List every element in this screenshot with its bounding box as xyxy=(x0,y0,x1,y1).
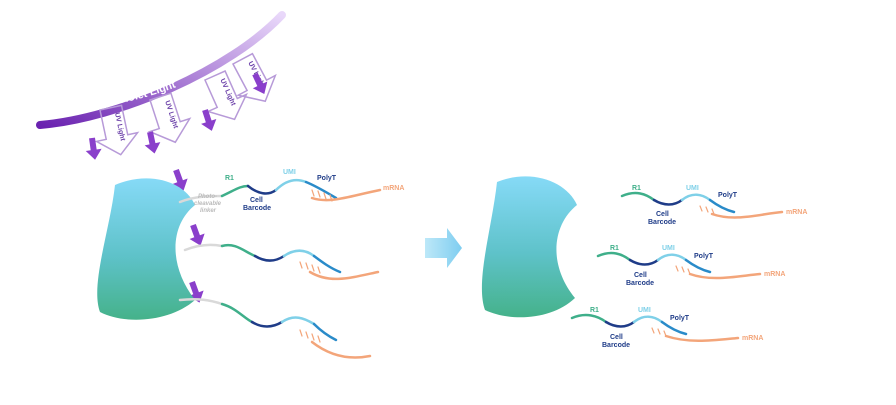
right-strand-labels: R1 UMI PolyT Cell Barcode mRNA R1 UMI Po… xyxy=(590,185,807,349)
cell-barcode-label: Cell xyxy=(250,197,263,204)
linker-label: cleavable xyxy=(194,201,222,207)
linker-label: linker xyxy=(200,208,217,214)
umi-label: UMI xyxy=(686,185,699,192)
right-bead xyxy=(481,176,577,318)
umi-label: UMI xyxy=(662,245,675,252)
mrna-label: mRNA xyxy=(383,185,404,192)
r1-label: R1 xyxy=(225,175,234,182)
cell-barcode-label: Barcode xyxy=(243,205,271,212)
mrna-label: mRNA xyxy=(742,335,763,342)
r1-label: R1 xyxy=(610,245,619,252)
left-oligo-strands xyxy=(178,178,382,359)
purple-arrow-icon xyxy=(201,109,217,131)
r1-label: R1 xyxy=(632,185,641,192)
right-released-strands xyxy=(570,191,784,343)
uv-photon-arrows xyxy=(85,72,268,303)
left-oligo-strand xyxy=(178,297,372,359)
polyt-label: PolyT xyxy=(718,192,738,199)
purple-arrow-icon xyxy=(189,223,205,246)
left-strand-labels: Photo- cleavable linker R1 UMI PolyT Cel… xyxy=(194,169,404,214)
cell-barcode-label: Cell xyxy=(634,272,647,279)
purple-arrow-icon xyxy=(85,137,102,160)
polyt-label: PolyT xyxy=(694,253,714,260)
uv-light-arrow-label: UV Light xyxy=(163,100,179,130)
cell-barcode-label: Barcode xyxy=(626,280,654,287)
cell-barcode-label: Cell xyxy=(610,334,623,341)
umi-label: UMI xyxy=(283,169,296,176)
purple-arrow-icon xyxy=(172,168,188,191)
cell-barcode-label: Barcode xyxy=(602,342,630,349)
purple-arrow-icon xyxy=(252,72,268,94)
umi-label: UMI xyxy=(638,307,651,314)
left-oligo-strand xyxy=(178,178,382,204)
polyt-label: PolyT xyxy=(317,175,337,182)
released-strand xyxy=(620,191,784,219)
polyt-label: PolyT xyxy=(670,315,690,322)
cell-barcode-label: Barcode xyxy=(648,219,676,226)
r1-label: R1 xyxy=(590,307,599,314)
left-oligo-strand xyxy=(183,243,380,281)
released-strand-labels: R1 UMI PolyT Cell Barcode mRNA xyxy=(632,185,807,226)
released-strand-labels: R1 UMI PolyT Cell Barcode mRNA xyxy=(590,307,763,349)
mrna-label: mRNA xyxy=(764,271,785,278)
transition-arrow-icon xyxy=(425,228,462,268)
mrna-label: mRNA xyxy=(786,209,807,216)
released-strand xyxy=(570,313,740,343)
purple-arrow-icon xyxy=(144,131,161,154)
released-strand xyxy=(596,251,762,280)
released-strand-labels: R1 UMI PolyT Cell Barcode mRNA xyxy=(610,245,785,287)
uv-arc xyxy=(36,11,286,129)
left-bead xyxy=(97,178,195,320)
cell-barcode-label: Cell xyxy=(656,211,669,218)
linker-label: Photo- xyxy=(198,194,217,200)
uv-source: Ultraviolet Light xyxy=(36,11,286,129)
